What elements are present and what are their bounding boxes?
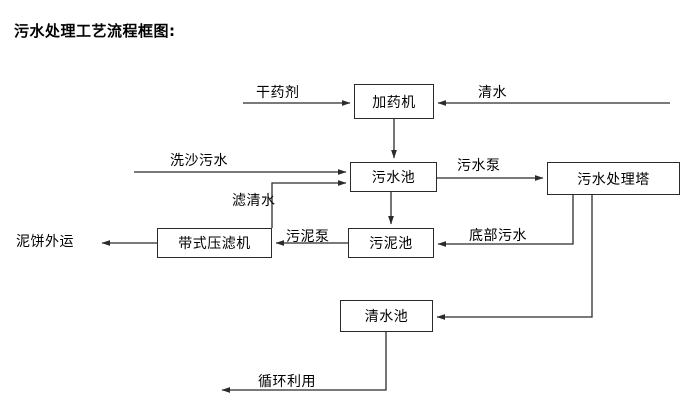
edge-filtered-water-to-wastewater-pool xyxy=(271,180,347,228)
edge-bottom-wastewater-to-sludge-pool xyxy=(437,195,574,247)
edge-tower-to-clean-water-pool xyxy=(436,195,593,320)
page-title: 污水处理工艺流程框图: xyxy=(14,22,176,40)
label-clean-water-input: 清水 xyxy=(478,85,507,101)
label-wastewater-pump: 污水泵 xyxy=(457,158,501,174)
label-filtered-clear-water: 滤清水 xyxy=(232,193,276,209)
label-recycle-use: 循环利用 xyxy=(258,374,316,390)
node-sludge-pool[interactable]: 污泥池 xyxy=(348,228,434,258)
label-bottom-wastewater: 底部污水 xyxy=(469,228,527,244)
node-dosing-machine[interactable]: 加药机 xyxy=(354,84,434,119)
node-clean-water-pool[interactable]: 清水池 xyxy=(340,300,433,332)
label-mud-cake-out: 泥饼外运 xyxy=(16,234,74,250)
node-wastewater-pool[interactable]: 污水池 xyxy=(350,162,437,192)
label-sludge-pump: 污泥泵 xyxy=(286,229,330,245)
label-sandwash-wastewater: 洗沙污水 xyxy=(170,153,228,169)
edge-clean-water-to-recycle xyxy=(221,332,387,393)
node-treatment-tower[interactable]: 污水处理塔 xyxy=(547,162,680,195)
label-dry-chemical: 干药剂 xyxy=(256,85,300,101)
node-belt-filter-press[interactable]: 带式压滤机 xyxy=(157,228,272,258)
